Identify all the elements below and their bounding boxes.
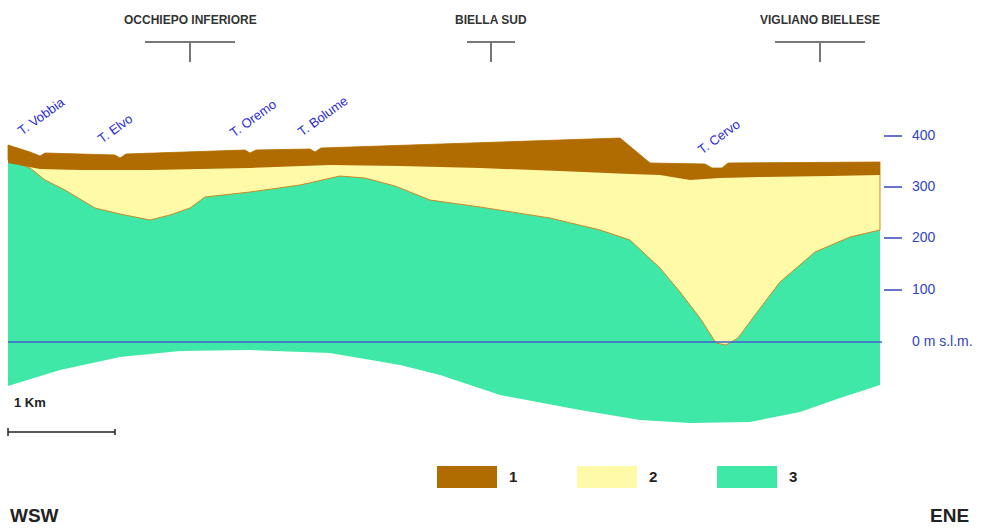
river-name: T. Vobbia [16, 95, 68, 138]
river-name: T. Cervo [696, 117, 744, 157]
legend-number: 1 [509, 469, 517, 486]
legend-number: 2 [649, 469, 657, 486]
axis-value: 0 m s.l.m. [912, 334, 973, 349]
axis-value: 200 [912, 230, 935, 245]
surface-layer [8, 138, 880, 180]
substrate-layer [8, 138, 880, 423]
sea-level-line [8, 341, 882, 343]
location-name: VIGLIANO BIELLESE [760, 14, 880, 27]
legend-swatch [437, 466, 497, 488]
river-name: T. Oremo [228, 97, 280, 140]
axis-ticks [884, 136, 902, 290]
legend-swatch [717, 466, 777, 488]
legend-number: 3 [789, 469, 797, 486]
legend-swatch [577, 466, 637, 488]
direction-label: WSW [10, 506, 59, 527]
scale-label: 1 Km [14, 396, 46, 410]
axis-value: 300 [912, 179, 935, 194]
scale-bar [8, 428, 115, 436]
direction-label: ENE [930, 506, 969, 527]
location-name: OCCHIEPO INFERIORE [124, 14, 257, 27]
axis-value: 100 [912, 282, 935, 297]
axis-value: 400 [912, 128, 935, 143]
river-name: T. Elvo [96, 112, 136, 146]
alluvial-layer [8, 138, 880, 345]
river-name: T. Bolume [296, 94, 351, 140]
location-name: BIELLA SUD [455, 14, 527, 27]
location-markers [145, 42, 865, 62]
